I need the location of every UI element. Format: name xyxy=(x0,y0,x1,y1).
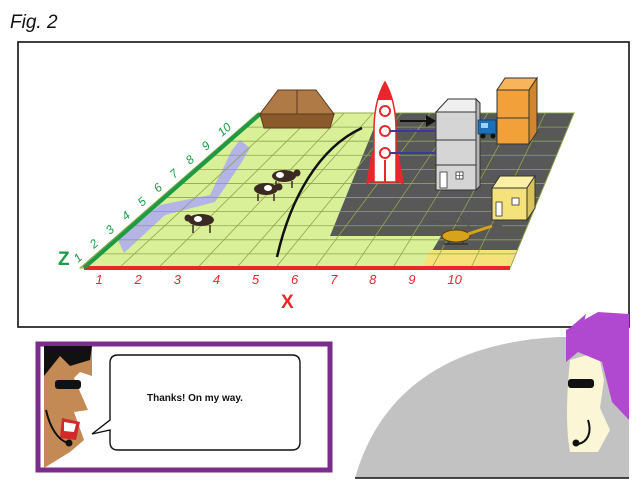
grid-line xyxy=(236,112,374,269)
helicopter-icon xyxy=(431,215,503,245)
listener-portrait xyxy=(566,312,629,452)
path-arrowhead xyxy=(426,115,436,127)
rocket-icon xyxy=(366,80,404,185)
barn-icon xyxy=(259,89,335,129)
grid-line xyxy=(314,112,431,269)
speaker-portrait xyxy=(44,346,92,468)
water-stream xyxy=(118,140,250,253)
x-tick-label: 10 xyxy=(447,272,462,287)
x-tick-label: 3 xyxy=(174,272,182,287)
cow-icon xyxy=(254,183,283,201)
x-tick-label: 1 xyxy=(96,272,103,287)
x-tick-label: 8 xyxy=(369,272,377,287)
sunglasses-icon xyxy=(55,380,81,389)
cow-icon xyxy=(184,214,214,233)
figure-label: Fig. 2 xyxy=(10,12,58,33)
grid-line xyxy=(79,112,259,269)
helipad xyxy=(422,250,518,268)
building-icon xyxy=(434,97,481,192)
building-icon xyxy=(496,76,538,146)
gray-backdrop xyxy=(355,337,629,478)
headset-icon xyxy=(45,409,69,444)
speech-bubble xyxy=(91,354,301,451)
building-icon xyxy=(491,174,536,222)
grid-line xyxy=(118,112,287,269)
flight-path xyxy=(275,126,363,258)
z-axis-label: Z xyxy=(58,249,70,270)
truck-icon xyxy=(477,119,497,139)
x-tick-label: 9 xyxy=(408,272,415,287)
grid-line xyxy=(157,112,316,269)
z-axis-line xyxy=(82,112,262,270)
x-tick-label: 5 xyxy=(252,272,260,287)
grid-line xyxy=(509,112,575,269)
headset-icon xyxy=(577,419,591,445)
x-tick-label: 6 xyxy=(291,272,299,287)
x-tick-label: 7 xyxy=(330,272,338,287)
sunglasses-icon xyxy=(568,379,594,388)
speech-text: Thanks! On my way. xyxy=(147,393,243,404)
x-axis-label: X xyxy=(281,292,294,313)
x-tick-label: 2 xyxy=(134,272,143,287)
x-tick-label: 4 xyxy=(213,272,220,287)
x-tick-labels: 1 2 3 4 5 6 7 8 9 10 xyxy=(96,272,463,287)
